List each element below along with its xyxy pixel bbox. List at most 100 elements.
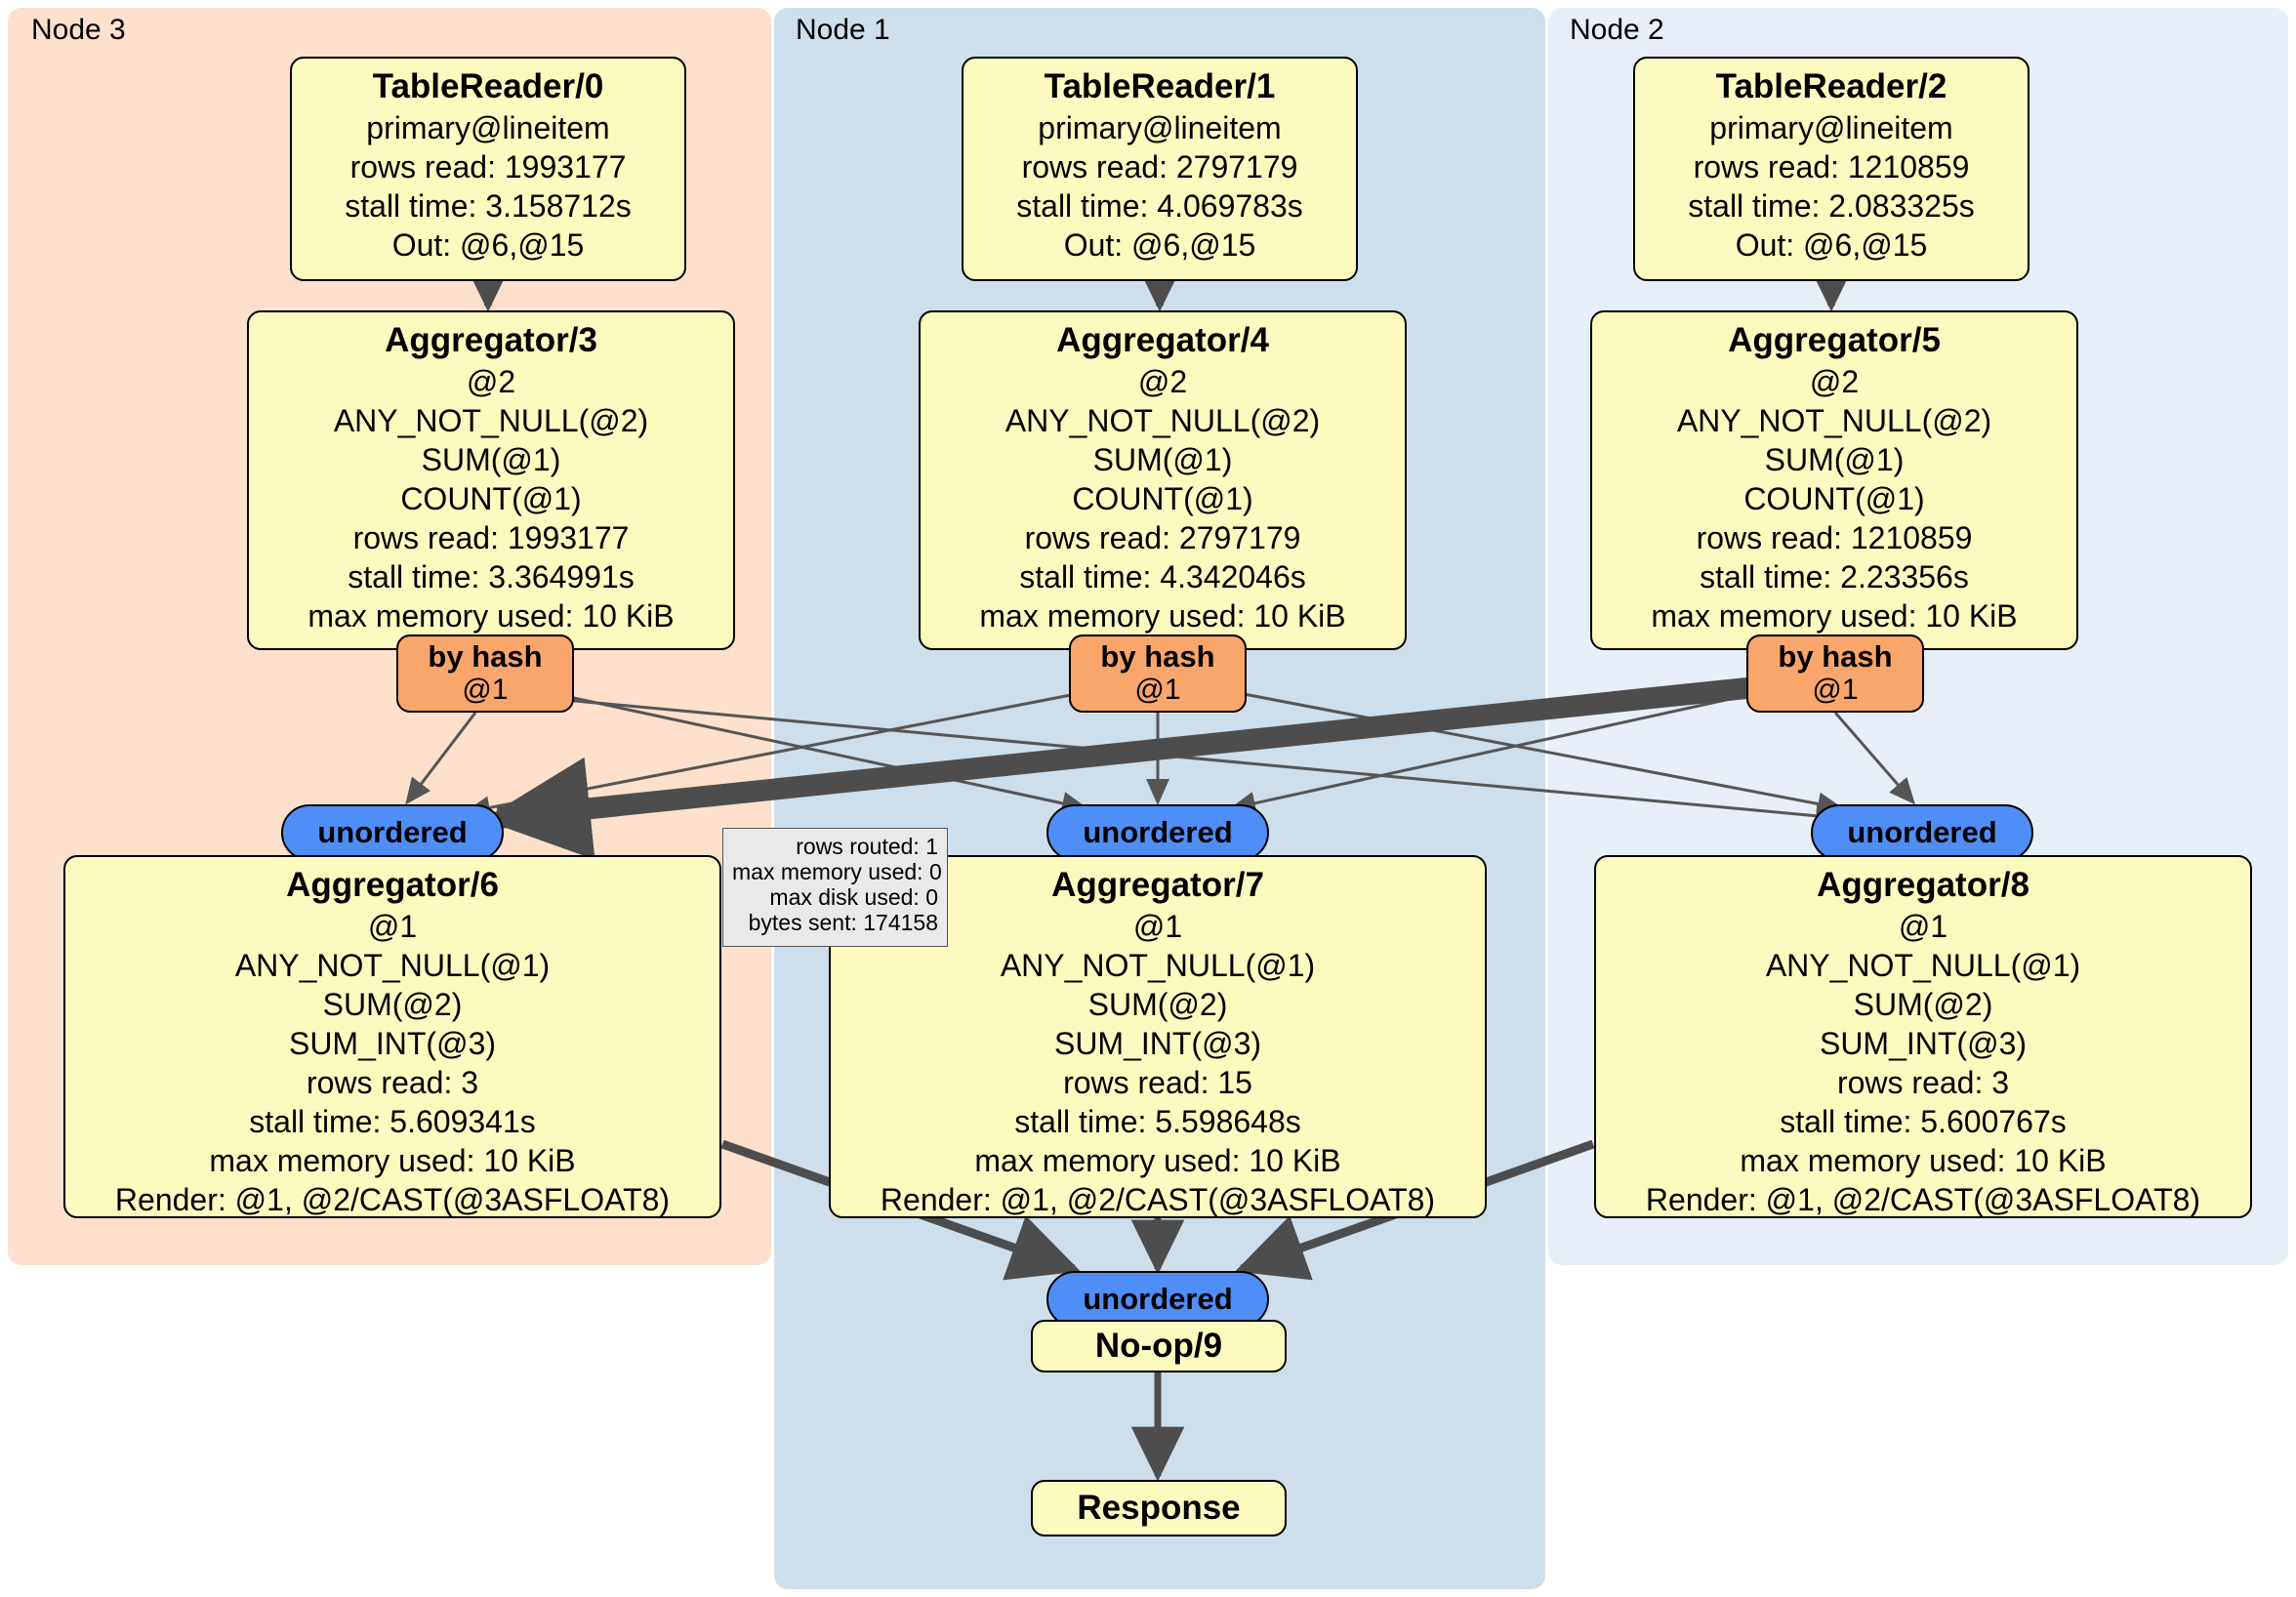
processor-tablereader-0[interactable]: TableReader/0 primary@lineitem rows read… (290, 57, 686, 281)
processor-detail-line: stall time: 3.364991s (348, 559, 635, 594)
processor-detail-line: primary@lineitem (1038, 110, 1282, 145)
processor-title: Aggregator/8 (1817, 866, 2030, 904)
processor-aggregator-6[interactable]: Aggregator/6 @1 ANY_NOT_NULL(@1) SUM(@2)… (63, 855, 721, 1218)
router-label: by hash (428, 639, 543, 674)
processor-detail-line: SUM(@1) (1764, 442, 1905, 477)
processor-detail-line: COUNT(@1) (400, 481, 582, 516)
processor-title: No-op/9 (1094, 1327, 1223, 1365)
processor-detail-line: SUM(@1) (421, 442, 561, 477)
processor-title: TableReader/2 (1715, 67, 1948, 105)
processor-detail-line: primary@lineitem (1709, 110, 1953, 145)
stat-rows-routed: rows routed: 1 (796, 834, 938, 859)
processor-detail-line: rows read: 1993177 (349, 149, 627, 184)
processor-aggregator-3[interactable]: Aggregator/3 @2 ANY_NOT_NULL(@2) SUM(@1)… (247, 310, 735, 650)
processor-tablereader-1[interactable]: TableReader/1 primary@lineitem rows read… (962, 57, 1358, 281)
processor-detail-line: rows read: 1993177 (352, 520, 630, 555)
processor-title: Aggregator/3 (385, 321, 597, 359)
processor-detail-line: max memory used: 10 KiB (308, 598, 675, 634)
router-label: by hash (1778, 639, 1893, 674)
processor-detail-line: @1 (1898, 909, 1948, 944)
processor-detail-line: Out: @6,@15 (391, 227, 585, 263)
processor-detail-line: COUNT(@1) (1743, 481, 1925, 516)
processor-title: Aggregator/6 (286, 866, 499, 904)
processor-title: Response (1077, 1489, 1241, 1527)
processor-detail-line: SUM(@2) (322, 987, 463, 1022)
edge-hashleft-syncmiddle (532, 687, 1088, 815)
synchronizer-label: unordered (317, 815, 468, 849)
processor-response[interactable]: Response (1031, 1480, 1287, 1536)
stat-max-memory-used: max memory used: 0 (732, 859, 942, 884)
processor-detail-line: Out: @6,@15 (1063, 227, 1256, 263)
processor-detail-line: max memory used: 10 KiB (979, 598, 1346, 634)
processor-detail-line: @2 (466, 364, 516, 399)
processor-detail-line: ANY_NOT_NULL(@2) (1004, 403, 1321, 438)
synchronizer-unordered-left[interactable]: unordered (281, 804, 504, 861)
processor-title: Aggregator/7 (1051, 866, 1264, 904)
processor-detail-line: max memory used: 10 KiB (1651, 598, 2018, 634)
processor-aggregator-7[interactable]: Aggregator/7 @1 ANY_NOT_NULL(@1) SUM(@2)… (829, 855, 1487, 1218)
processor-detail-line: stall time: 2.083325s (1688, 188, 1975, 224)
cluster-label-node-1: Node 1 (796, 14, 890, 46)
processor-detail-line: stall time: 5.609341s (249, 1104, 536, 1139)
processor-detail-line: max memory used: 10 KiB (974, 1143, 1341, 1178)
processor-detail-line: ANY_NOT_NULL(@2) (333, 403, 649, 438)
processor-detail-line: Render: @1, @2/CAST(@3ASFLOAT8) (880, 1182, 1436, 1217)
processor-detail-line: ANY_NOT_NULL(@2) (1676, 403, 1992, 438)
processor-detail-line: rows read: 2797179 (1024, 520, 1301, 555)
processor-detail-line: COUNT(@1) (1072, 481, 1253, 516)
router-column: @1 (1812, 674, 1859, 706)
processor-detail-line: ANY_NOT_NULL(@1) (1765, 948, 2081, 983)
processor-detail-line: stall time: 4.342046s (1019, 559, 1306, 594)
router-by-hash-right[interactable]: by hash @1 (1746, 635, 1924, 713)
router-by-hash-left[interactable]: by hash @1 (396, 635, 574, 713)
synchronizer-label: unordered (1083, 815, 1233, 849)
processor-detail-line: Render: @1, @2/CAST(@3ASFLOAT8) (1645, 1182, 2201, 1217)
processor-title: Aggregator/4 (1056, 321, 1269, 359)
synchronizer-label: unordered (1847, 815, 1997, 849)
processor-tablereader-2[interactable]: TableReader/2 primary@lineitem rows read… (1633, 57, 2030, 281)
router-by-hash-middle[interactable]: by hash @1 (1069, 635, 1247, 713)
synchronizer-unordered-middle[interactable]: unordered (1046, 804, 1269, 861)
processor-detail-line: SUM(@1) (1092, 442, 1233, 477)
processor-detail-line: ANY_NOT_NULL(@1) (234, 948, 551, 983)
processor-detail-line: rows read: 1210859 (1696, 520, 1973, 555)
processor-detail-line: SUM(@2) (1087, 987, 1228, 1022)
processor-title: Aggregator/5 (1728, 321, 1941, 359)
processor-aggregator-4[interactable]: Aggregator/4 @2 ANY_NOT_NULL(@2) SUM(@1)… (919, 310, 1407, 650)
processor-detail-line: rows read: 15 (1063, 1065, 1252, 1100)
stream-stats-tooltip: rows routed: 1 max memory used: 0 max di… (722, 828, 948, 947)
processor-detail-line: rows read: 2797179 (1021, 149, 1298, 184)
stat-bytes-sent: bytes sent: 174158 (748, 910, 938, 935)
router-column: @1 (1134, 674, 1181, 706)
processor-detail-line: primary@lineitem (366, 110, 610, 145)
synchronizer-unordered-right[interactable]: unordered (1811, 804, 2033, 861)
processor-detail-line: rows read: 1210859 (1693, 149, 1970, 184)
processor-detail-line: stall time: 5.600767s (1780, 1104, 2067, 1139)
processor-detail-line: SUM_INT(@3) (1053, 1026, 1262, 1061)
processor-detail-line: rows read: 3 (306, 1065, 479, 1100)
router-column: @1 (462, 674, 509, 706)
processor-detail-line: SUM_INT(@3) (1819, 1026, 2028, 1061)
processor-noop-9[interactable]: No-op/9 (1031, 1320, 1287, 1372)
processor-detail-line: @2 (1809, 364, 1860, 399)
synchronizer-label: unordered (1083, 1282, 1233, 1316)
processor-aggregator-5[interactable]: Aggregator/5 @2 ANY_NOT_NULL(@2) SUM(@1)… (1590, 310, 2078, 650)
processor-detail-line: @1 (1132, 909, 1183, 944)
processor-detail-line: SUM_INT(@3) (288, 1026, 497, 1061)
processor-detail-line: Out: @6,@15 (1735, 227, 1928, 263)
processor-detail-line: ANY_NOT_NULL(@1) (1000, 948, 1316, 983)
cluster-label-node-3: Node 3 (31, 14, 126, 46)
router-label: by hash (1100, 639, 1215, 674)
cluster-label-node-2: Node 2 (1570, 14, 1664, 46)
processor-aggregator-8[interactable]: Aggregator/8 @1 ANY_NOT_NULL(@1) SUM(@2)… (1594, 855, 2252, 1218)
processor-detail-line: @1 (367, 909, 418, 944)
stat-max-disk-used: max disk used: 0 (769, 884, 938, 910)
processor-detail-line: rows read: 3 (1836, 1065, 2010, 1100)
processor-detail-line: stall time: 2.23356s (1700, 559, 1969, 594)
edge-hashleft-syncright (532, 695, 1842, 828)
processor-detail-line: max memory used: 10 KiB (209, 1143, 576, 1178)
edge-hashright-syncright (1833, 712, 1915, 805)
processor-detail-line: stall time: 3.158712s (345, 188, 632, 224)
processor-detail-line: stall time: 4.069783s (1016, 188, 1303, 224)
